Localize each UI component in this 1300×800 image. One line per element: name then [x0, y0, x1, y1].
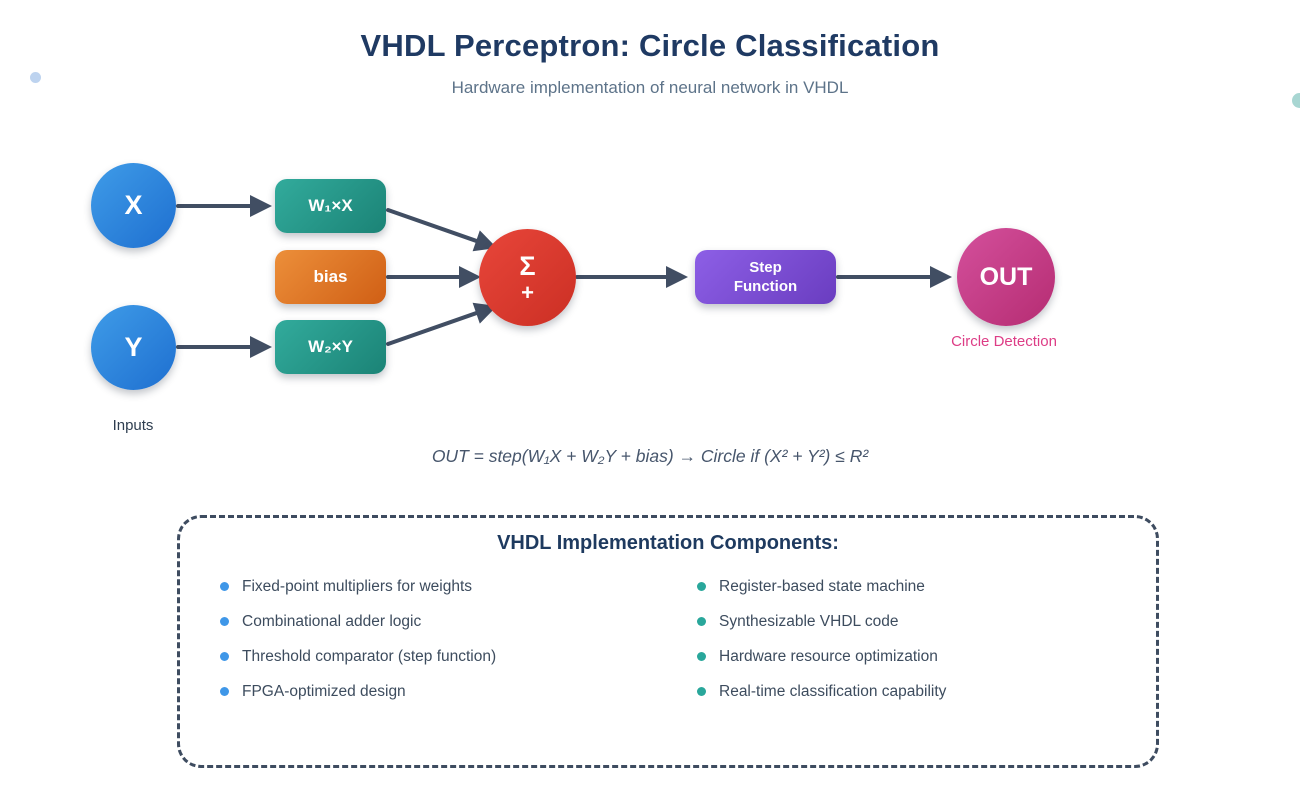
- bullet-icon: [697, 582, 706, 591]
- sum-node-plus: +: [521, 279, 534, 305]
- output-node-label: OUT: [979, 262, 1033, 291]
- bullet-icon: [697, 687, 706, 696]
- list-item: Real-time classification capability: [697, 674, 1156, 709]
- weight-node-w1x-label: W₁×X: [308, 196, 353, 215]
- page-subtitle: Hardware implementation of neural networ…: [451, 78, 849, 97]
- weight-node-w1x: W₁×X: [275, 179, 386, 233]
- arrow-x-to-w1x: [176, 195, 272, 217]
- list-item: Synthesizable VHDL code: [697, 604, 1156, 639]
- components-box: VHDL Implementation Components: Fixed-po…: [177, 515, 1159, 768]
- input-node-x: X: [91, 163, 176, 248]
- arrow-w1x-to-sum: [386, 208, 497, 252]
- bullet-icon: [220, 582, 229, 591]
- input-node-y: Y: [91, 305, 176, 390]
- arrow-layer: [176, 195, 952, 358]
- components-left-column: Fixed-point multipliers for weights Comb…: [220, 569, 697, 709]
- list-item-text: Real-time classification capability: [719, 682, 947, 700]
- input-node-y-label: Y: [124, 332, 143, 362]
- page-title: VHDL Perceptron: Circle Classification: [360, 28, 940, 63]
- bullet-icon: [220, 617, 229, 626]
- circle-detection-label: Circle Detection: [951, 333, 1057, 350]
- step-function-line1: Step: [749, 259, 782, 276]
- step-function-node: Step Function: [695, 250, 836, 304]
- components-columns: Fixed-point multipliers for weights Comb…: [180, 555, 1156, 709]
- decorative-dot-right: [1292, 93, 1300, 108]
- arrow-bias-to-sum: [386, 266, 481, 288]
- list-item-text: Combinational adder logic: [242, 612, 422, 630]
- decorative-dot-left: [30, 72, 41, 83]
- output-node: OUT: [957, 228, 1055, 326]
- list-item-text: Hardware resource optimization: [719, 647, 938, 665]
- list-item: Hardware resource optimization: [697, 639, 1156, 674]
- sum-node-sigma: Σ: [519, 250, 536, 281]
- list-item-text: Fixed-point multipliers for weights: [242, 577, 473, 595]
- list-item: Threshold comparator (step function): [220, 639, 697, 674]
- arrow-w2y-to-sum: [386, 302, 497, 346]
- sum-node: Σ +: [479, 229, 576, 326]
- weight-node-w2y-label: W₂×Y: [308, 337, 353, 356]
- bullet-icon: [697, 652, 706, 661]
- bullet-icon: [220, 652, 229, 661]
- list-item-text: Synthesizable VHDL code: [719, 612, 899, 630]
- bias-node-label: bias: [313, 267, 348, 286]
- arrow-step-to-out: [836, 266, 952, 288]
- components-title: VHDL Implementation Components:: [497, 532, 839, 554]
- bias-node: bias: [275, 250, 386, 304]
- list-item: FPGA-optimized design: [220, 674, 697, 709]
- inputs-label: Inputs: [112, 417, 154, 434]
- arrow-sum-to-step: [575, 266, 688, 288]
- step-function-line2: Function: [733, 278, 798, 295]
- list-item-text: FPGA-optimized design: [242, 682, 406, 700]
- perceptron-formula: OUT = step(W₁X + W₂Y + bias) → Circle if…: [431, 446, 869, 466]
- arrow-y-to-w2y: [176, 336, 272, 358]
- list-item: Register-based state machine: [697, 569, 1156, 604]
- components-right-column: Register-based state machine Synthesizab…: [697, 569, 1156, 709]
- list-item: Fixed-point multipliers for weights: [220, 569, 697, 604]
- bullet-icon: [220, 687, 229, 696]
- list-item: Combinational adder logic: [220, 604, 697, 639]
- list-item-text: Register-based state machine: [719, 577, 925, 595]
- bullet-icon: [697, 617, 706, 626]
- input-node-x-label: X: [124, 190, 143, 220]
- weight-node-w2y: W₂×Y: [275, 320, 386, 374]
- list-item-text: Threshold comparator (step function): [242, 647, 497, 665]
